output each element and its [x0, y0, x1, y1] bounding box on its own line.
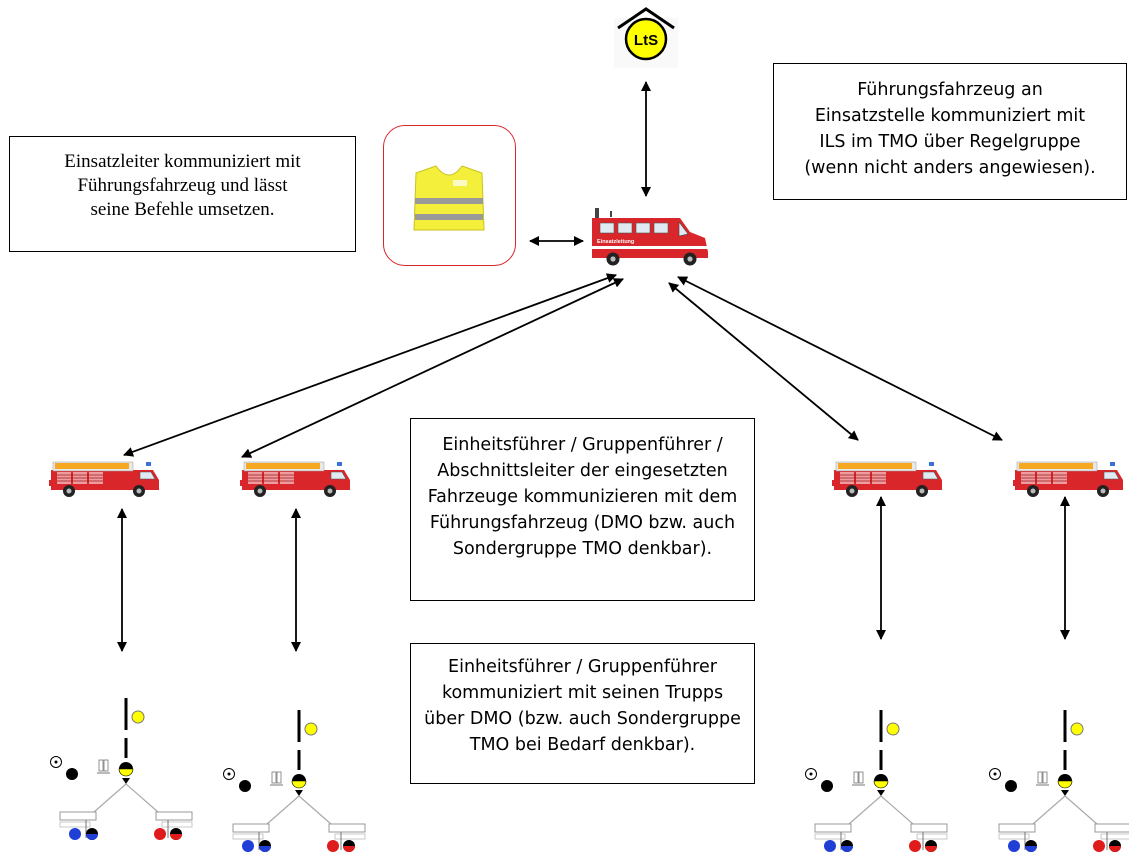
- note-line: Einsatzstelle kommuniziert mit: [814, 106, 1086, 126]
- note-line: kommuniziert mit seinen Trupps: [441, 683, 724, 703]
- lts-label: LtS: [634, 32, 658, 49]
- arrow-command-truck-2: [241, 278, 624, 458]
- fire-truck-icon-1: [48, 461, 160, 498]
- squad-symbol-4: [988, 708, 1129, 854]
- note-line: über DMO (bzw. auch Sondergruppe: [424, 709, 741, 729]
- arrow-command-truck-3: [668, 282, 859, 441]
- note-line: Führungsfahrzeug an: [857, 80, 1043, 100]
- fire-truck-icon-3: [831, 461, 943, 498]
- note-squad-communication: Einheitsführer / Gruppenführer kommunizi…: [410, 643, 755, 784]
- note-line: (wenn nicht anders angewiesen).: [804, 158, 1096, 178]
- note-line: ILS im TMO über Regelgruppe: [819, 132, 1081, 152]
- safety-vest-icon: [413, 165, 485, 231]
- command-vehicle-icon: Einsatzleitung: [592, 208, 708, 266]
- note-line: Sondergruppe TMO denkbar).: [452, 539, 713, 559]
- note-line: TMO bei Bedarf denkbar).: [469, 735, 696, 755]
- lts-control-center-icon: LtS: [614, 7, 678, 68]
- fire-truck-icon-2: [239, 461, 351, 498]
- note-line: Abschnittsleiter der eingesetzten: [437, 461, 728, 481]
- note-command-vehicle: Führungsfahrzeug an Einsatzstelle kommun…: [773, 63, 1127, 200]
- squad-symbol-3: [804, 708, 949, 854]
- fire-truck-icon-4: [1012, 461, 1124, 498]
- arrow-command-truck-4: [677, 276, 1003, 441]
- note-line: Einheitsführer / Gruppenführer: [448, 657, 717, 677]
- command-vehicle-label: Einsatzleitung: [597, 239, 634, 245]
- squad-symbol-2: [222, 708, 367, 854]
- note-line: Einheitsführer / Gruppenführer /: [442, 435, 723, 455]
- note-line: Fahrzeuge kommunizieren mit dem: [427, 487, 738, 507]
- note-line: Einsatzleiter kommuniziert mit: [64, 151, 301, 172]
- note-incident-commander: Einsatzleiter kommuniziert mit Führungsf…: [9, 136, 356, 252]
- note-line: Führungsfahrzeug und lässt: [77, 175, 288, 196]
- incident-commander-vest-frame: [383, 125, 516, 266]
- squad-symbol-1: [49, 696, 194, 842]
- note-line: Führungsfahrzeug (DMO bzw. auch: [429, 513, 736, 533]
- connection-arrows: [117, 81, 1070, 652]
- note-unit-leaders: Einheitsführer / Gruppenführer / Abschni…: [410, 418, 755, 601]
- note-line: seine Befehle umsetzen.: [90, 199, 275, 220]
